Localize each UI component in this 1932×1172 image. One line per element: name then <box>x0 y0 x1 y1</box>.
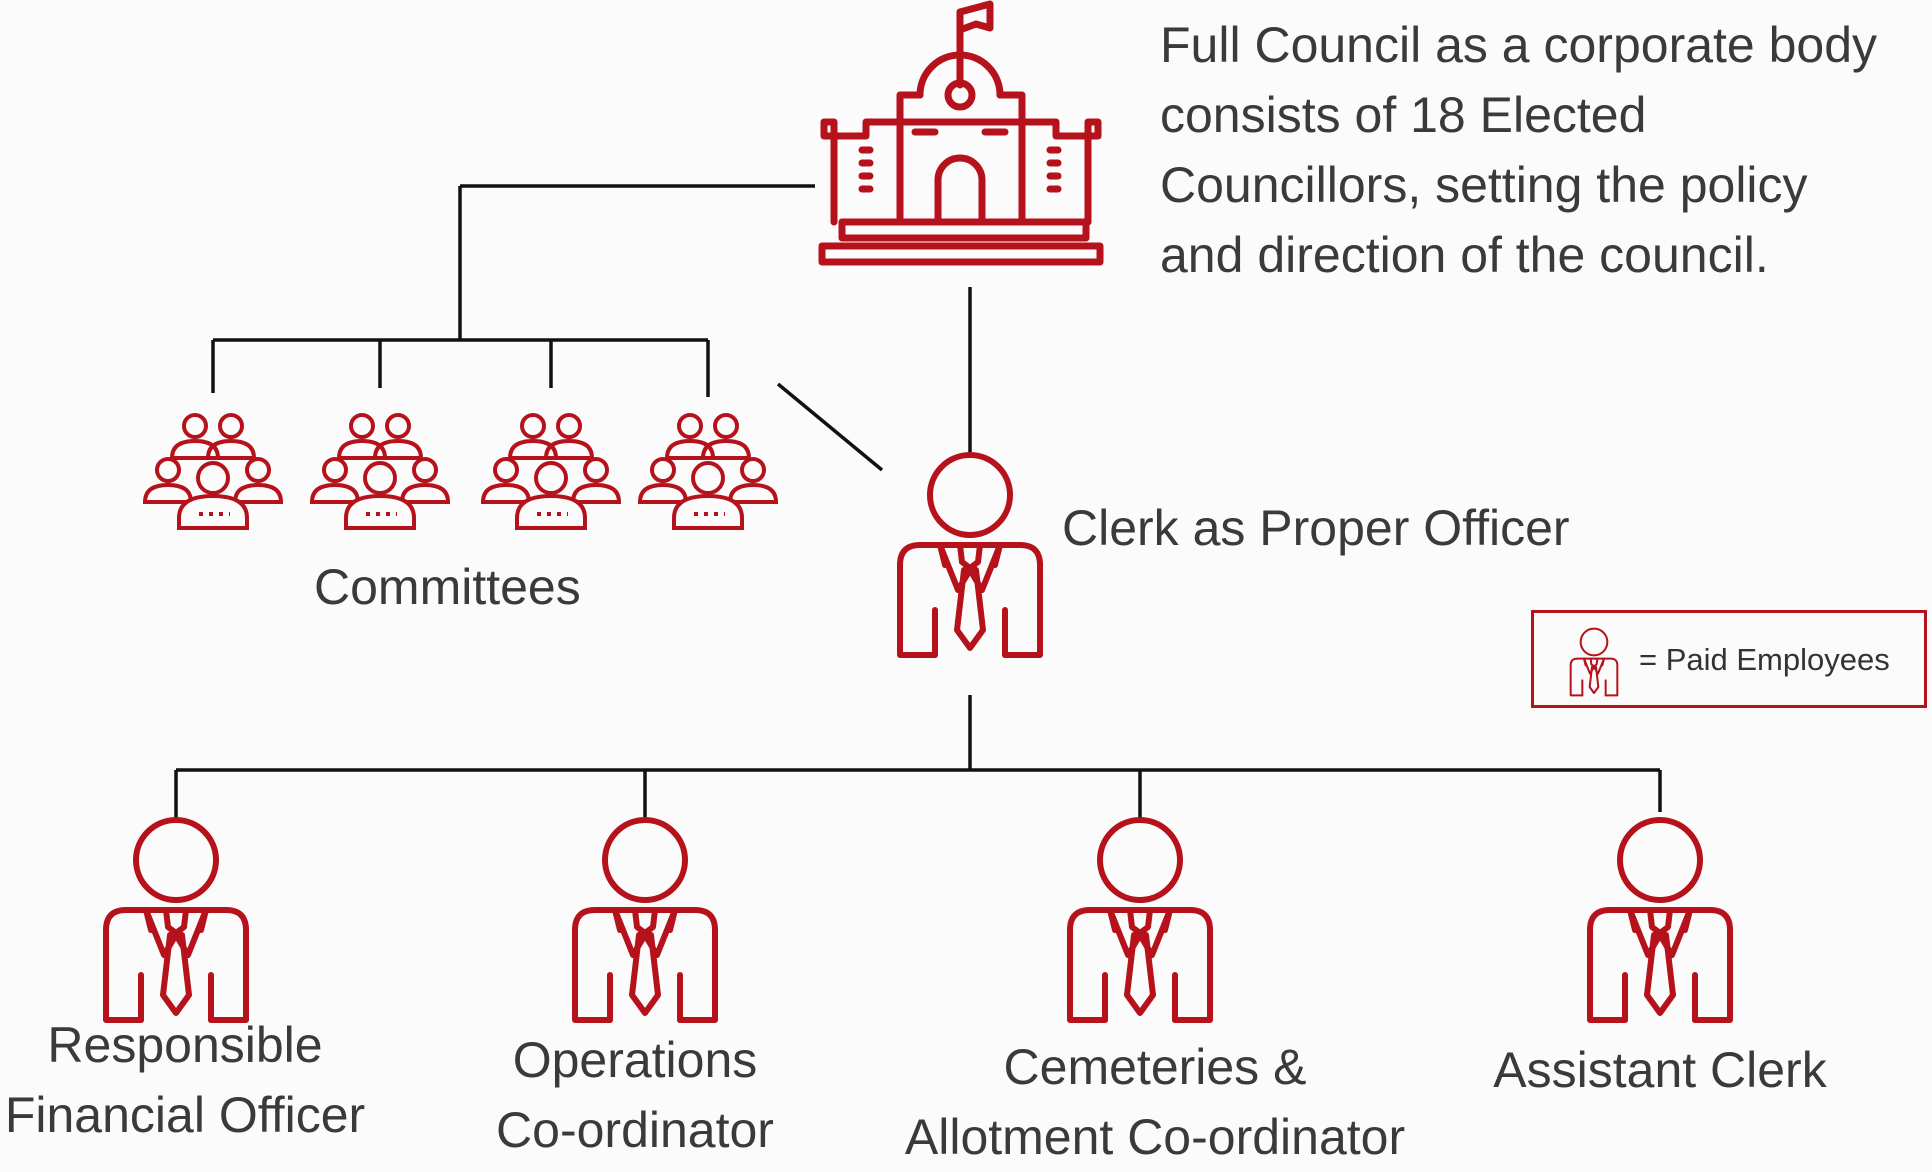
role-label-responsible-financial-officer: Responsible Financial Officer <box>0 1010 370 1150</box>
role-line: Financial Officer <box>4 1087 366 1143</box>
council-description: Full Council as a corporate body consist… <box>1160 17 1878 283</box>
role-label-operations-coordinator: Operations Co-ordinator <box>470 1025 800 1165</box>
connector-lines <box>174 184 1662 818</box>
committees-label: Committees <box>314 559 581 615</box>
role-line: Cemeteries & <box>1003 1039 1307 1095</box>
committee-icons <box>145 415 776 528</box>
committee-group-icon <box>312 415 448 528</box>
employee-icon <box>575 820 715 1020</box>
employee-icon <box>1569 627 1619 697</box>
employee-icon <box>1590 820 1730 1020</box>
committee-group-icon <box>640 415 776 528</box>
role-line: Assistant Clerk <box>1493 1042 1827 1098</box>
role-label-cemeteries-allotment-coordinator: Cemeteries & Allotment Co-ordinator <box>890 1032 1420 1172</box>
committee-group-icon <box>145 415 281 528</box>
role-label-assistant-clerk: Assistant Clerk <box>1480 1035 1840 1105</box>
role-line: Co-ordinator <box>496 1102 774 1158</box>
employee-icon <box>106 820 246 1020</box>
role-line: Responsible <box>47 1017 323 1073</box>
town-hall-icon <box>818 0 1104 266</box>
legend-text: = Paid Employees <box>1639 642 1890 677</box>
clerk-employee-icon <box>900 455 1040 655</box>
clerk-label: Clerk as Proper Officer <box>1062 500 1570 556</box>
committee-group-icon <box>483 415 619 528</box>
role-line: Operations <box>512 1032 758 1088</box>
employee-icon <box>1070 820 1210 1020</box>
legend-box: = Paid Employees <box>1531 610 1927 708</box>
employee-icons <box>106 820 1730 1020</box>
role-line: Allotment Co-ordinator <box>904 1109 1406 1165</box>
